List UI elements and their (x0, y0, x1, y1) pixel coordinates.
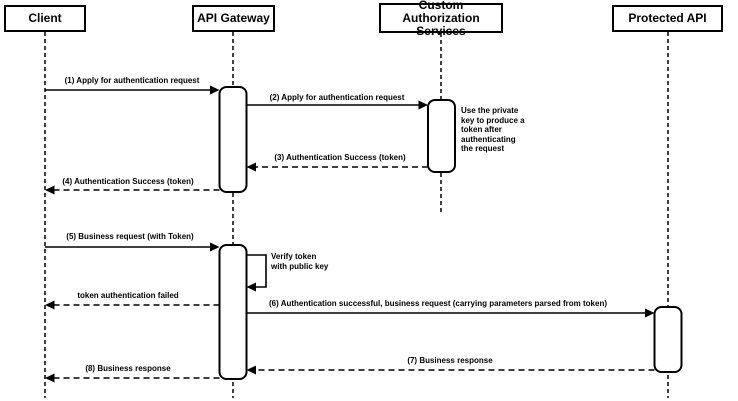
participant-api-gateway: API Gateway (192, 5, 275, 32)
message-label-1: (1) Apply for authentication request (64, 76, 200, 85)
message-arrow-failed (45, 300, 220, 310)
note-line-4: authenticating (461, 134, 516, 144)
note-private-key: Use the private key to produce a token a… (461, 106, 525, 154)
message-arrow-3 (246, 162, 428, 172)
message-label-5: (5) Business request (with Token) (66, 232, 194, 241)
message-arrow-5 (45, 242, 220, 252)
activation-custom-auth (427, 99, 456, 173)
participant-client: Client (4, 5, 86, 32)
activation-api-gateway-2 (218, 244, 248, 380)
message-label-failed: token authentication failed (77, 291, 179, 300)
participant-api-gateway-label: API Gateway (197, 11, 270, 25)
message-arrow-8 (45, 373, 220, 383)
participant-custom-auth: Custom Authorization Services (379, 0, 503, 37)
self-message-label-line2: with public key (271, 262, 329, 271)
message-arrow-7 (246, 365, 655, 375)
message-arrow-1 (45, 85, 220, 95)
activation-api-gateway-1 (218, 86, 248, 193)
self-message-label-line1: Verify token (271, 252, 317, 261)
note-line-2: key to produce a (461, 115, 525, 125)
note-line-5: the request (461, 144, 505, 153)
message-label-8: (8) Business response (85, 364, 171, 373)
message-arrow-2 (246, 100, 428, 110)
participant-custom-auth-label-line2: Services (416, 23, 466, 38)
participant-client-label: Client (28, 11, 62, 25)
message-label-6: (6) Authentication successful, business … (268, 299, 608, 308)
participant-custom-auth-label-line1: Custom Authorization (402, 0, 480, 25)
self-message-arrow (246, 254, 267, 292)
activation-protected-api (653, 306, 683, 373)
message-label-7: (7) Business response (407, 356, 493, 365)
message-arrow-4 (45, 185, 220, 195)
message-label-4: (4) Authentication Success (token) (62, 177, 194, 186)
note-line-1: Use the private (461, 106, 519, 115)
participant-protected-api: Protected API (612, 5, 723, 32)
self-message-label: Verify token with public key (271, 252, 328, 272)
message-label-2: (2) Apply for authentication request (269, 93, 405, 102)
note-line-3: token after (461, 125, 502, 134)
participant-protected-api-label: Protected API (628, 11, 707, 25)
message-arrow-6 (246, 308, 655, 318)
message-label-3: (3) Authentication Success (token) (274, 153, 406, 162)
